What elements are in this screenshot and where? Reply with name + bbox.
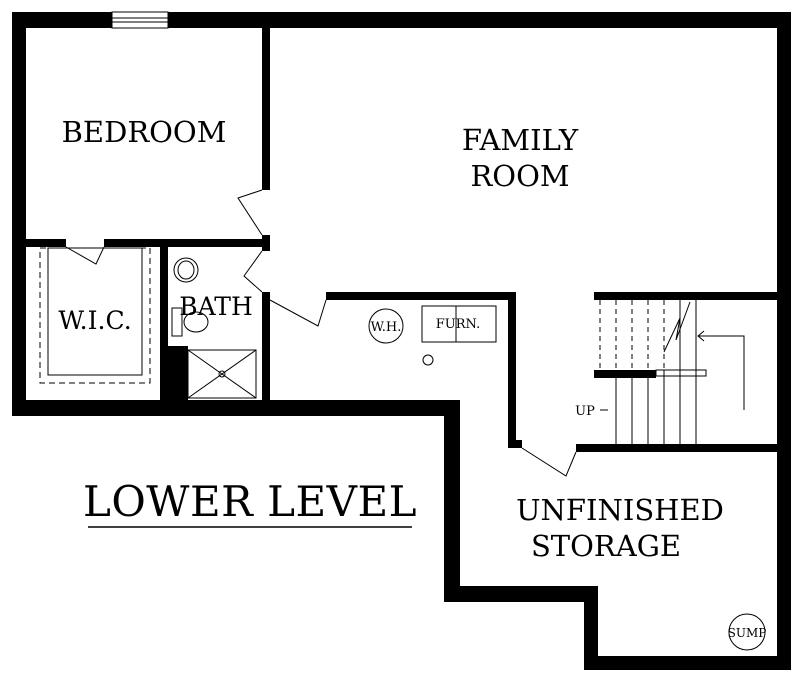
water-heater-icon	[368, 308, 404, 344]
furnace-icon	[421, 305, 497, 343]
bath-fixtures	[171, 257, 257, 399]
bedroom-label: BEDROOM	[62, 115, 227, 149]
stairs	[599, 300, 745, 444]
doors	[65, 189, 577, 477]
plan-title: LOWER LEVEL	[83, 477, 417, 526]
sump-pit-icon	[728, 613, 766, 651]
bath-label: BATH	[179, 292, 253, 321]
walls	[12, 12, 791, 670]
family-room-label-line2: ROOM	[470, 159, 569, 193]
storage-label-line2: STORAGE	[531, 529, 681, 563]
sump-label: SUMP	[728, 626, 767, 640]
sink-icon	[173, 257, 199, 283]
closet-shelving	[39, 247, 151, 384]
shower-icon	[187, 349, 257, 399]
furnace-label: FURN.	[436, 317, 480, 332]
stairs-up-label: UP	[575, 404, 595, 419]
wic-label: W.I.C.	[58, 306, 131, 335]
mechanical-equipment	[368, 305, 766, 651]
toilet-icon	[183, 311, 209, 333]
window	[111, 11, 169, 29]
family-room-label-line1: FAMILY	[462, 123, 579, 157]
floor-drain-icon	[422, 354, 434, 366]
water-heater-label: W.H.	[371, 320, 402, 335]
storage-label-line1: UNFINISHED	[516, 493, 724, 527]
